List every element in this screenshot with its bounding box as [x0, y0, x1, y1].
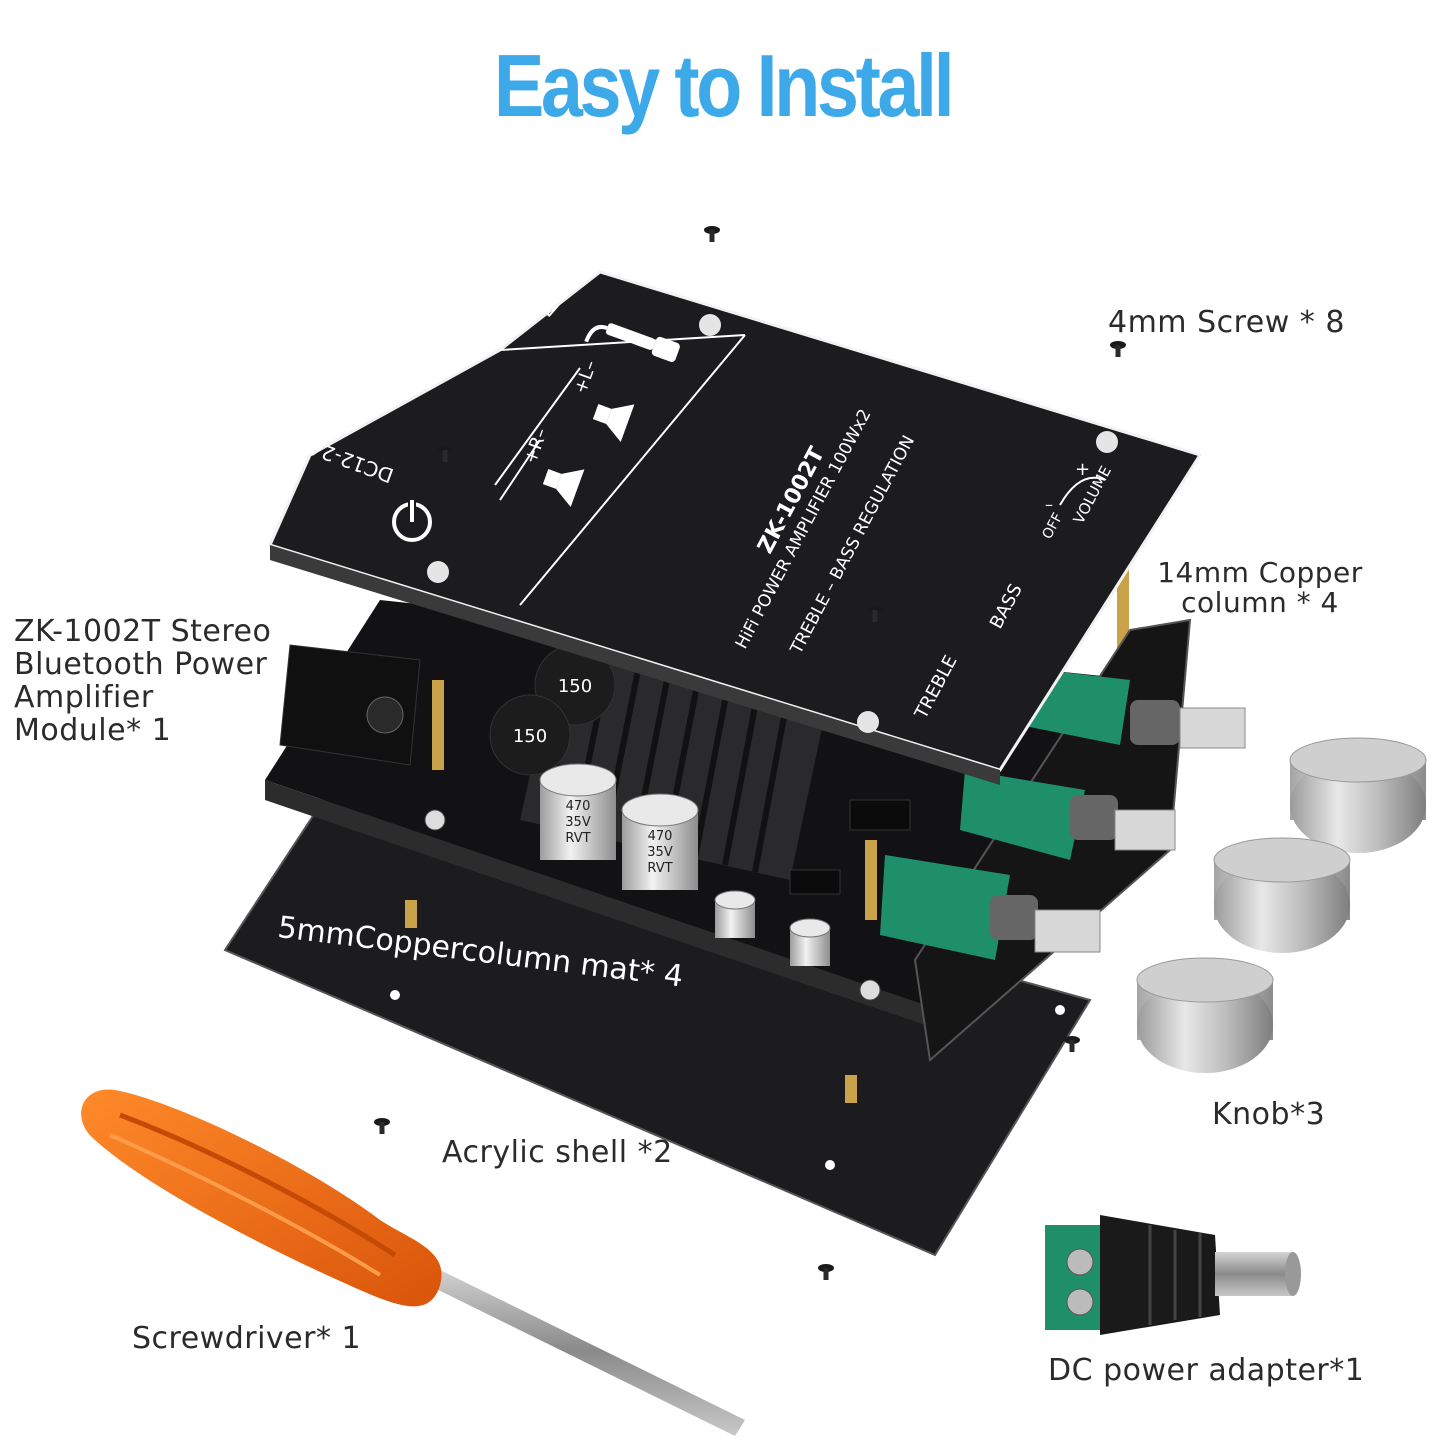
- svg-text:RVT: RVT: [565, 831, 590, 846]
- audio-jack-icon: [584, 323, 680, 362]
- acrylic-shell-label: Acrylic shell *2: [442, 1135, 673, 1170]
- speaker-icon: [592, 404, 635, 443]
- copper-column-line: 14mm Copper: [1157, 556, 1363, 589]
- brass-standoff: [865, 840, 877, 920]
- copper-column-label: 14mm Copper column * 4: [1140, 558, 1380, 618]
- screwdriver-label: Screwdriver* 1: [132, 1321, 362, 1356]
- brass-standoff: [405, 900, 857, 1103]
- svg-text:150: 150: [513, 726, 547, 747]
- brass-standoff: [1117, 568, 1129, 648]
- volume-plus: +: [1075, 459, 1090, 480]
- dc-adapter-label: DC power adapter*1: [1048, 1353, 1365, 1388]
- knob-icon: [1136, 737, 1427, 1073]
- svg-text:470: 470: [648, 829, 673, 844]
- module-line: Bluetooth Power: [14, 647, 268, 682]
- svg-text:35V: 35V: [647, 845, 673, 860]
- potentiometer-treble: [880, 855, 1101, 960]
- svg-text:150: 150: [558, 676, 592, 697]
- capacitor: 470 35V RVT 470 35V RVT: [539, 763, 831, 966]
- module-line: ZK-1002T Stereo: [14, 614, 272, 649]
- knob-label: Knob*3: [1212, 1097, 1326, 1132]
- svg-text:RVT: RVT: [647, 861, 672, 876]
- dc-adapter-icon: [1045, 1215, 1301, 1335]
- inductor: 150 150: [489, 644, 616, 776]
- svg-text:470: 470: [566, 799, 591, 814]
- module-line: Amplifier: [14, 680, 154, 715]
- module-line: Module* 1: [14, 713, 172, 748]
- power-icon: [392, 500, 432, 542]
- screwdriver-icon: [81, 1089, 745, 1436]
- speaker-icon: [542, 469, 585, 508]
- screw-label: 4mm Screw * 8: [1108, 305, 1345, 340]
- top-acrylic-shell: AUX-IN DC12-24V +L– +R– ZK-1002T HiFi PO…: [267, 270, 1203, 785]
- page-title: Easy to Install: [493, 36, 955, 135]
- copper-column-line: column * 4: [1181, 586, 1339, 619]
- volume-minus: –: [1045, 495, 1053, 514]
- ic-chip: [849, 799, 911, 831]
- svg-text:35V: 35V: [565, 815, 591, 830]
- ic-chip: [789, 869, 841, 895]
- aux-label: AUX-IN: [489, 277, 562, 323]
- module-label: ZK-1002T Stereo Bluetooth Power Amplifie…: [14, 615, 271, 747]
- dc-jack: [279, 644, 421, 766]
- potentiometer-middle: [960, 770, 1176, 860]
- brass-standoff: [432, 680, 444, 770]
